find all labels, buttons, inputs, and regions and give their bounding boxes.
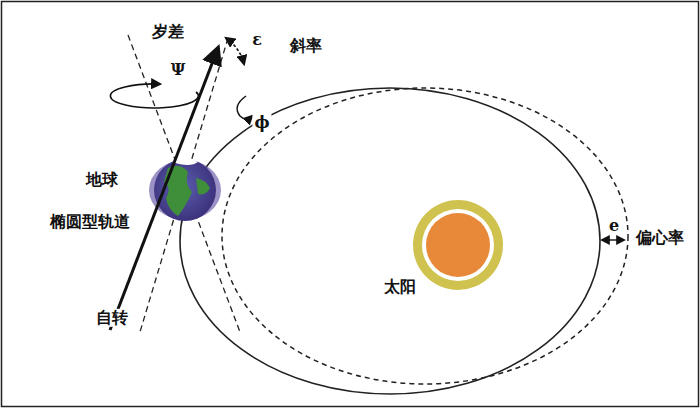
symbol-label: e (607, 217, 621, 235)
precession-cone (128, 35, 240, 332)
obliquity-arrow (226, 38, 244, 64)
term-label: 自转 (94, 309, 130, 327)
elliptical-orbit (180, 88, 600, 394)
earth (149, 158, 221, 221)
symbol-label: Ψ (169, 61, 188, 79)
term-label: 地球 (84, 171, 120, 189)
dashed-orbit (222, 88, 628, 384)
rotation-axis (110, 48, 218, 330)
symbol-label: ε (250, 31, 264, 49)
eccentricity-arrow (602, 239, 624, 240)
term-label: 岁差 (150, 23, 186, 41)
precession-arrow (110, 84, 198, 108)
sun (413, 200, 503, 290)
term-label: 椭圆型轨道 (48, 213, 132, 231)
term-label: 太阳 (382, 278, 418, 296)
term-label: 斜率 (288, 37, 324, 55)
precession-cone (140, 38, 228, 332)
phi-arrow (237, 96, 252, 119)
symbol-label: ϕ (252, 114, 271, 132)
term-label: 偏心率 (634, 229, 686, 247)
